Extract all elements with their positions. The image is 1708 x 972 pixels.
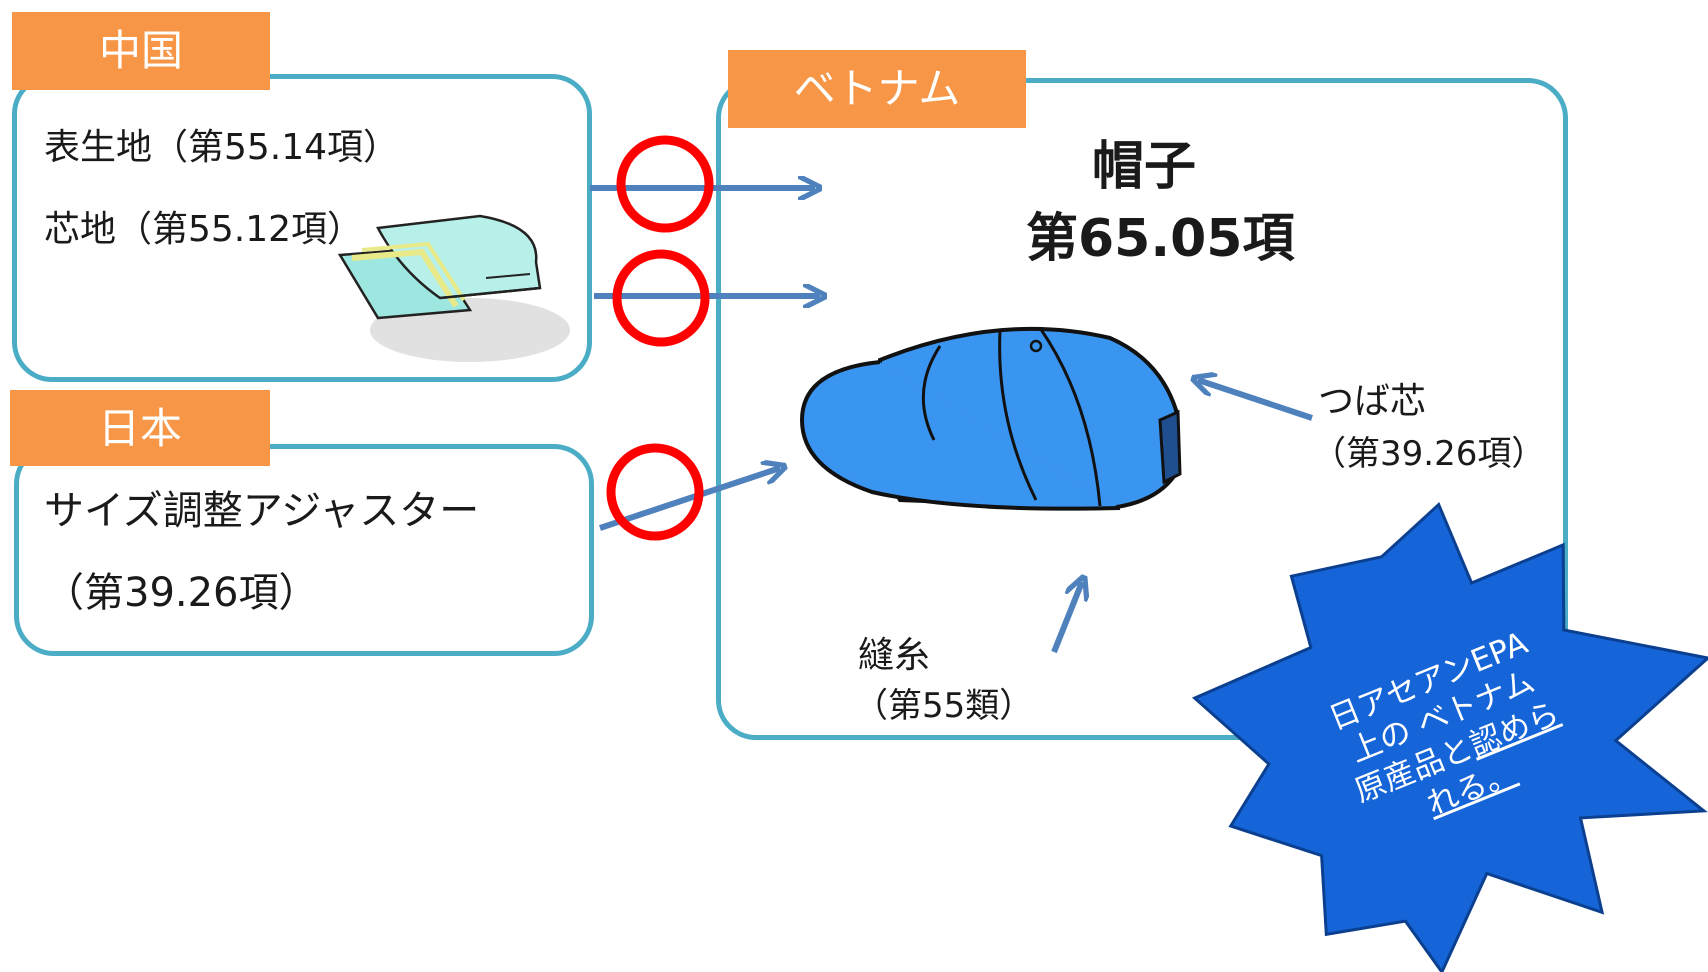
arrow-adjuster (599, 468, 780, 531)
thread-label: 縫糸 (858, 635, 931, 676)
arrow-brim-core (1198, 380, 1313, 421)
japan-item-adjuster: サイズ調整アジャスター (44, 488, 480, 534)
ok-circle-icon (606, 443, 704, 541)
ok-circle-icon (616, 135, 714, 233)
japan-tag: 日本 (10, 390, 270, 466)
thread-code: （第55類） (854, 686, 1034, 726)
ok-circle-icon (612, 249, 710, 347)
product-name: 帽子 (1092, 137, 1197, 197)
fabric-icon (337, 214, 570, 362)
vietnam-tag: ベトナム (728, 50, 1026, 128)
brim-label: つば芯 (1318, 381, 1427, 422)
china-item-outer-fabric: 表生地（第55.14項） (44, 127, 400, 168)
china-item-interlining: 芯地（第55.12項） (44, 209, 364, 250)
starburst-icon (1191, 502, 1708, 972)
product-heading: 第65.05項 (1026, 209, 1295, 269)
japan-item-code: （第39.26項） (44, 570, 319, 616)
arrow-thread (1051, 582, 1082, 654)
brim-code: （第39.26項） (1312, 434, 1546, 474)
japan-box (14, 444, 594, 656)
cap-icon (799, 326, 1182, 511)
china-tag: 中国 (12, 12, 270, 90)
